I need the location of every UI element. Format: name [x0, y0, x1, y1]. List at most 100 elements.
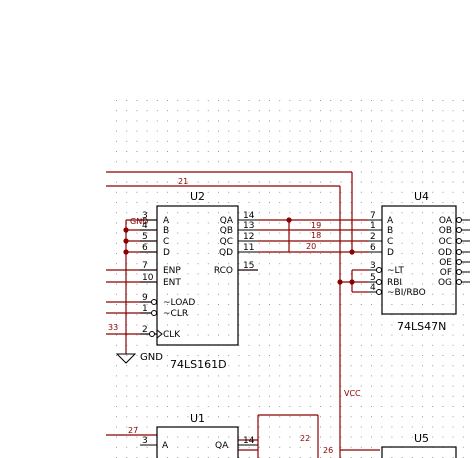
grid-dot [238, 283, 240, 285]
grid-dot [391, 222, 393, 224]
pin-number: 10 [142, 273, 154, 283]
grid-dot [289, 406, 291, 407]
grid-dot [228, 406, 230, 407]
grid-dot [299, 130, 301, 132]
grid-dot [422, 171, 423, 173]
grid-dot [340, 273, 342, 275]
grid-dot [207, 304, 209, 305]
grid-dot [116, 426, 117, 428]
grid-dot [248, 416, 250, 418]
grid-dot [299, 293, 301, 295]
grid-dot [371, 151, 372, 152]
grid-dot [269, 222, 270, 224]
grid-dot [126, 222, 128, 224]
grid-dot [238, 324, 240, 326]
grid-dot [279, 375, 281, 377]
grid-dot [401, 385, 403, 387]
grid-dot [238, 426, 240, 428]
grid-dot [371, 161, 372, 163]
grid-dot [238, 263, 240, 265]
grid-dot [269, 436, 270, 438]
chip-u5[interactable]: U5 [381, 432, 457, 458]
grid-dot [207, 100, 209, 101]
grid-dot [422, 426, 423, 428]
grid-dot [228, 293, 230, 295]
grid-dot [462, 161, 464, 163]
grid-dot [442, 355, 444, 356]
grid-dot [432, 171, 434, 173]
grid-dot [238, 151, 240, 152]
grid-dot [422, 344, 423, 346]
grid-dot [197, 232, 199, 234]
grid-dot [411, 283, 413, 285]
grid-dot [330, 334, 332, 336]
gnd-symbol-label: GND [140, 352, 163, 363]
grid-dot [411, 324, 413, 326]
grid-dot [136, 416, 138, 418]
grid-dot [126, 365, 128, 367]
grid-dot [309, 181, 311, 183]
grid-dot [452, 232, 454, 234]
grid-dot [238, 202, 240, 203]
grid-dot [207, 191, 209, 193]
grid-dot [299, 406, 301, 407]
grid-dot [248, 446, 250, 448]
grid-dot [381, 395, 383, 397]
grid-dot [391, 151, 393, 152]
grid-dot [371, 324, 372, 326]
grid-dot [126, 140, 128, 142]
grid-dot [258, 140, 260, 142]
grid-dot [279, 385, 281, 387]
grid-dot [269, 446, 270, 448]
grid-dot [289, 191, 291, 193]
grid-dot [462, 191, 464, 193]
grid-dot [360, 253, 362, 254]
grid-dot [320, 365, 321, 367]
grid-dot [391, 253, 393, 254]
grid-dot [289, 232, 291, 234]
grid-dot [258, 161, 260, 163]
grid-dot [391, 140, 393, 142]
grid-dot [452, 395, 454, 397]
grid-dot [432, 365, 434, 367]
grid-dot [136, 344, 138, 346]
grid-dot [218, 110, 219, 112]
pin-name: OE [439, 258, 452, 268]
grid-dot [320, 416, 321, 418]
grid-dot [238, 304, 240, 305]
grid-dot [452, 436, 454, 438]
grid-dot [116, 140, 117, 142]
pin-number: 6 [142, 243, 148, 253]
grid-dot [228, 181, 230, 183]
grid-dot [248, 263, 250, 265]
grid-dot [371, 171, 372, 173]
grid-dot [309, 253, 311, 254]
grid-dot [238, 385, 240, 387]
grid-dot [442, 202, 444, 203]
grid-dot [187, 375, 189, 377]
chip-u1[interactable]: U1 3 A 14 QA [140, 412, 258, 458]
grid-dot [442, 344, 444, 346]
grid-dot [411, 273, 413, 275]
grid-dot [218, 416, 219, 418]
grid-dot [350, 100, 352, 101]
grid-dot [187, 100, 189, 101]
grid-dot [381, 365, 383, 367]
pin-name: ~LT [387, 266, 404, 276]
grid-dot [238, 100, 240, 101]
grid-dot [177, 334, 179, 336]
grid-dot [177, 375, 179, 377]
grid-dot [207, 406, 209, 407]
junctions [123, 217, 355, 285]
grid-dot [330, 283, 332, 285]
grid-dot [218, 161, 219, 163]
chip-body [381, 205, 457, 315]
grid-dot [197, 314, 199, 316]
chip-value: 74LS161D [170, 358, 227, 371]
grid-dot [126, 344, 128, 346]
grid-dot [299, 222, 301, 224]
grid-dot [156, 416, 158, 418]
